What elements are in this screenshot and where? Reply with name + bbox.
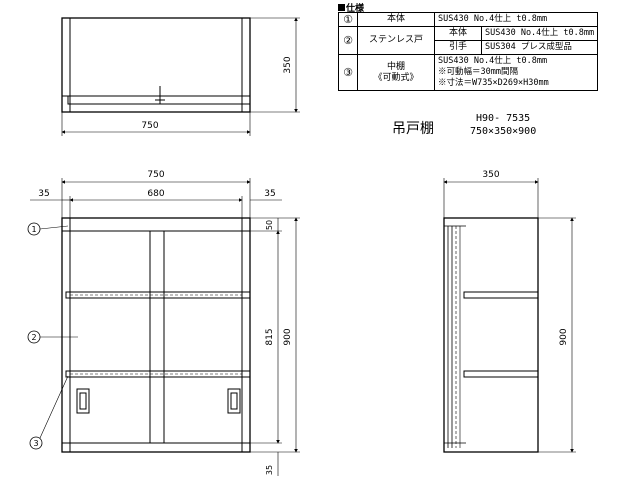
left-door-handle-inner	[79, 392, 87, 410]
product-model: H90- 7535	[476, 113, 531, 124]
top-view-door	[67, 95, 251, 105]
front-view-outline	[61, 217, 251, 453]
left-margin-label: 35	[38, 189, 49, 199]
front-door-overlap	[149, 230, 165, 444]
spec-title: 仕様	[338, 1, 364, 14]
spec-part: 中棚 《可動式》	[357, 54, 435, 91]
top-view-outline	[61, 17, 251, 113]
product-code-block: H90- 7535 750×350×900	[470, 112, 536, 138]
left-door-handle	[76, 388, 90, 414]
right-door-handle	[227, 388, 241, 414]
callout-1-leader	[39, 225, 69, 230]
spec-desc-multi: SUS430 No.4仕上 t0.8mm ※可動幅＝30mm間隔 ※寸法＝W73…	[433, 54, 599, 91]
inner-height-label: 815	[265, 328, 275, 345]
product-size: 750×350×900	[470, 126, 537, 137]
spec-desc-line: ※寸法＝W735×D269×H30mm	[438, 78, 549, 88]
top-view: 750 350	[61, 17, 300, 136]
side-height-label: 900	[559, 328, 569, 345]
front-width-label: 750	[147, 170, 164, 180]
side-depth-label: 350	[482, 170, 499, 180]
spec-table: ① 本体 SUS430 No.4仕上 t0.8mm ② ステンレス戸 本体 SU…	[338, 12, 599, 91]
top-offset-label: 50	[265, 220, 274, 230]
callout-3-label: 3	[33, 439, 38, 448]
callout-3-leader	[39, 375, 69, 439]
inner-width-label: 680	[147, 189, 164, 199]
side-view: 350 900	[443, 170, 576, 453]
spec-title-text: 仕様	[346, 4, 365, 14]
front-view: 750 680 35 35 50 815 900 35 1 2 3	[27, 170, 300, 476]
spec-desc-line: SUS430 No.4仕上 t0.8mm	[438, 56, 548, 66]
product-name: 吊戸棚	[392, 121, 434, 137]
side-view-outline	[443, 217, 539, 453]
bottom-offset-label: 35	[265, 465, 274, 475]
square-bullet-icon	[338, 4, 345, 11]
front-shelf-upper	[65, 291, 251, 299]
callout-2-label: 2	[31, 333, 36, 342]
callout-1-label: 1	[31, 225, 36, 234]
spec-desc-line: ※可動幅＝30mm間隔	[438, 67, 518, 77]
top-width-label: 750	[141, 121, 158, 131]
right-door-handle-inner	[230, 392, 238, 410]
right-margin-label: 35	[264, 189, 275, 199]
spec-part-line: 中棚	[386, 61, 405, 72]
front-shelf-lower	[65, 370, 251, 378]
side-shelf-upper	[463, 291, 539, 299]
callout-3-circle	[29, 436, 43, 450]
side-shelf-lower	[463, 370, 539, 378]
front-height-label: 900	[283, 328, 293, 345]
spec-row-1: ① 本体 SUS430 No.4仕上 t0.8mm	[338, 12, 599, 27]
spec-part-line: 《可動式》	[373, 72, 419, 83]
top-depth-label: 350	[283, 56, 293, 73]
spec-row-3: ③ 中棚 《可動式》 SUS430 No.4仕上 t0.8mm ※可動幅＝30m…	[338, 54, 599, 91]
